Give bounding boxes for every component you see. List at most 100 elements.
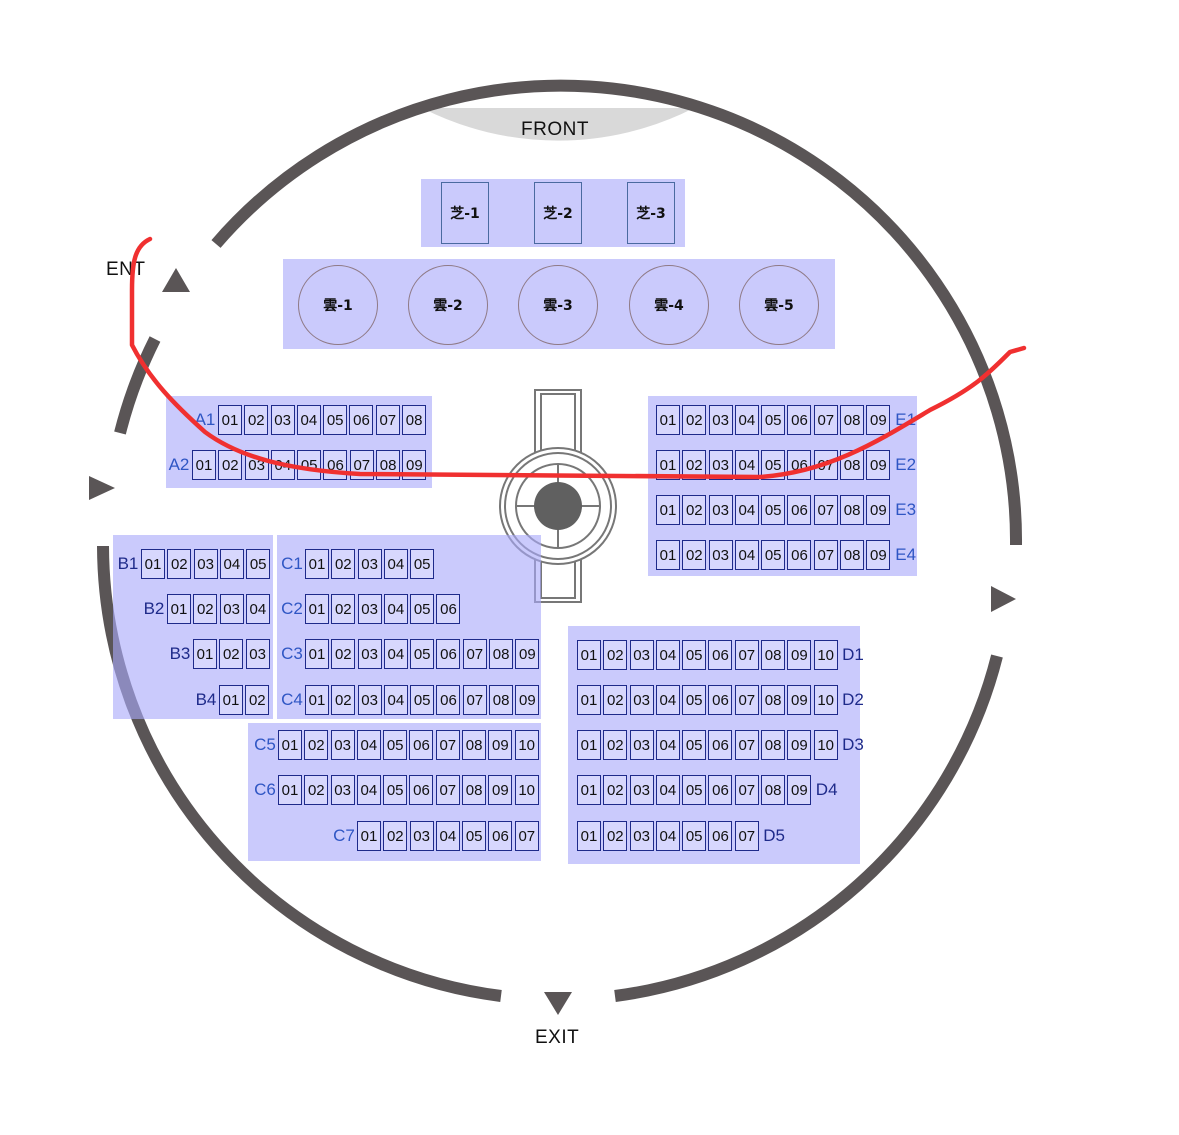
seat[interactable]: 02 — [331, 639, 356, 669]
seat[interactable]: 03 — [193, 549, 218, 579]
seat[interactable]: 04 — [245, 594, 270, 624]
seat[interactable]: 01 — [218, 405, 242, 435]
seat[interactable]: 02 — [682, 540, 707, 570]
seat[interactable]: 01 — [577, 821, 601, 851]
seat[interactable]: 04 — [734, 495, 759, 525]
seat[interactable]: 06 — [708, 640, 733, 670]
seat[interactable]: 09 — [787, 640, 812, 670]
seat[interactable]: 03 — [219, 594, 244, 624]
seat[interactable]: 09 — [515, 685, 540, 715]
seat[interactable]: 03 — [629, 685, 654, 715]
seat[interactable]: 02 — [167, 549, 192, 579]
seat[interactable]: 09 — [866, 495, 891, 525]
seat[interactable]: 08 — [489, 685, 514, 715]
seat[interactable]: 06 — [436, 594, 461, 624]
seat[interactable]: 01 — [219, 685, 243, 715]
seat[interactable]: 07 — [375, 405, 400, 435]
seat[interactable]: 03 — [270, 405, 295, 435]
seat[interactable]: 05 — [682, 640, 707, 670]
seat[interactable]: 10 — [813, 730, 838, 760]
seat[interactable]: 02 — [383, 821, 408, 851]
seat[interactable]: 01 — [278, 775, 302, 805]
seat[interactable]: 02 — [193, 594, 218, 624]
seat[interactable]: 02 — [331, 549, 356, 579]
seat[interactable]: 06 — [787, 405, 812, 435]
seat[interactable]: 05 — [246, 549, 271, 579]
seat[interactable]: 05 — [323, 405, 348, 435]
seat[interactable]: 02 — [331, 685, 356, 715]
seat[interactable]: 05 — [682, 821, 707, 851]
seat[interactable]: 08 — [840, 405, 865, 435]
seat[interactable]: 09 — [787, 775, 812, 805]
seat[interactable]: 03 — [330, 730, 355, 760]
seat[interactable]: 07 — [734, 685, 759, 715]
seat[interactable]: 03 — [409, 821, 434, 851]
seat[interactable]: 04 — [655, 640, 680, 670]
seat[interactable]: 07 — [813, 450, 838, 480]
seat[interactable]: 09 — [787, 730, 812, 760]
seat[interactable]: 07 — [435, 730, 460, 760]
seat[interactable]: 01 — [656, 495, 680, 525]
seat[interactable]: 10 — [813, 685, 838, 715]
seat[interactable]: 07 — [734, 640, 759, 670]
seat[interactable]: 01 — [357, 821, 381, 851]
seat[interactable]: 02 — [682, 450, 707, 480]
seat[interactable]: 06 — [708, 821, 733, 851]
seat[interactable]: 07 — [349, 450, 374, 480]
seat[interactable]: 09 — [787, 685, 812, 715]
seat[interactable]: 09 — [866, 405, 891, 435]
seat[interactable]: 03 — [629, 821, 654, 851]
round-table[interactable]: 雲-5 — [739, 265, 819, 345]
seat[interactable]: 03 — [708, 405, 733, 435]
seat[interactable]: 01 — [167, 594, 191, 624]
seat[interactable]: 01 — [577, 640, 601, 670]
seat[interactable]: 01 — [656, 450, 680, 480]
seat[interactable]: 09 — [866, 450, 891, 480]
seat[interactable]: 08 — [761, 775, 786, 805]
seat[interactable]: 04 — [655, 821, 680, 851]
seat[interactable]: 07 — [813, 405, 838, 435]
seat[interactable]: 05 — [383, 730, 408, 760]
seat[interactable]: 04 — [356, 775, 381, 805]
seat[interactable]: 09 — [515, 639, 540, 669]
round-table[interactable]: 雲-3 — [518, 265, 598, 345]
seat[interactable]: 04 — [383, 685, 408, 715]
seat[interactable]: 10 — [514, 775, 539, 805]
seat[interactable]: 01 — [656, 540, 680, 570]
seat[interactable]: 09 — [866, 540, 891, 570]
seat[interactable]: 05 — [297, 450, 322, 480]
seat[interactable]: 06 — [436, 685, 461, 715]
seat[interactable]: 06 — [787, 450, 812, 480]
seat[interactable]: 07 — [514, 821, 539, 851]
seat[interactable]: 04 — [435, 821, 460, 851]
seat[interactable]: 08 — [840, 495, 865, 525]
seat[interactable]: 07 — [734, 730, 759, 760]
seat[interactable]: 06 — [323, 450, 348, 480]
seat[interactable]: 05 — [410, 639, 435, 669]
seat[interactable]: 02 — [603, 821, 628, 851]
seat[interactable]: 03 — [330, 775, 355, 805]
seat[interactable]: 05 — [761, 450, 786, 480]
seat[interactable]: 05 — [410, 685, 435, 715]
seat[interactable]: 10 — [514, 730, 539, 760]
seat[interactable]: 02 — [682, 405, 707, 435]
seat[interactable]: 06 — [708, 685, 733, 715]
seat[interactable]: 05 — [682, 730, 707, 760]
seat[interactable]: 01 — [577, 730, 601, 760]
seat[interactable]: 08 — [840, 540, 865, 570]
seat[interactable]: 05 — [682, 685, 707, 715]
seat[interactable]: 04 — [383, 639, 408, 669]
seat[interactable]: 05 — [682, 775, 707, 805]
seat[interactable]: 02 — [304, 730, 329, 760]
seat[interactable]: 06 — [708, 775, 733, 805]
round-table[interactable]: 雲-2 — [408, 265, 488, 345]
seat[interactable]: 04 — [655, 775, 680, 805]
seat[interactable]: 02 — [331, 594, 356, 624]
seat[interactable]: 01 — [305, 685, 329, 715]
seat[interactable]: 01 — [305, 594, 329, 624]
seat[interactable]: 03 — [244, 450, 269, 480]
square-table[interactable]: 芝-2 — [534, 182, 582, 244]
seat[interactable]: 02 — [219, 639, 244, 669]
seat[interactable]: 02 — [603, 730, 628, 760]
seat[interactable]: 06 — [787, 540, 812, 570]
